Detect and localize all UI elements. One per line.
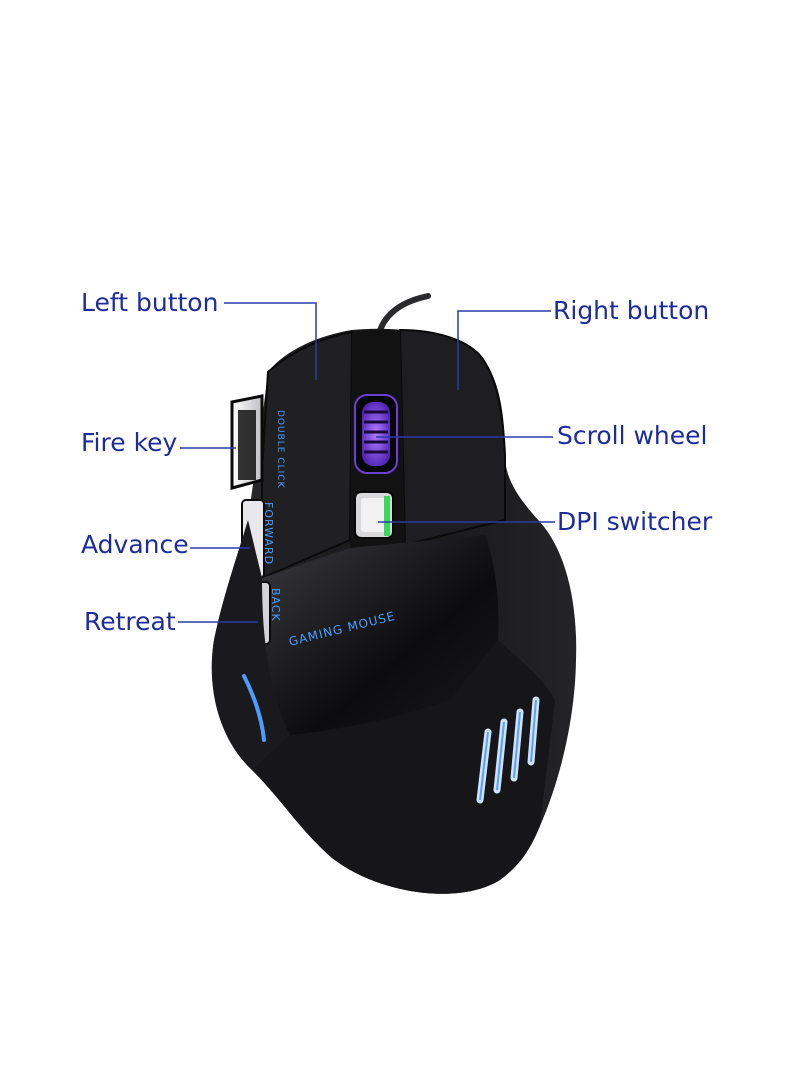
print-double-click: DOUBLE CLICK: [275, 410, 285, 489]
callout-retreat: Retreat: [84, 607, 176, 636]
scroll-wheel: [362, 402, 390, 466]
print-forward: FORWARD: [262, 502, 275, 565]
leader-right-button: [457, 310, 551, 390]
callout-scroll-wheel: Scroll wheel: [557, 421, 708, 450]
leader-left-button: [224, 302, 317, 380]
callout-dpi-switcher: DPI switcher: [557, 507, 713, 536]
callout-left-button: Left button: [81, 288, 219, 317]
leader-lines: [178, 302, 555, 623]
callout-advance: Advance: [81, 530, 189, 559]
print-back: BACK: [269, 588, 282, 622]
led-strip-left: [242, 674, 266, 742]
left-button-panel: [261, 330, 354, 580]
callout-right-button: Right button: [553, 296, 710, 325]
callout-fire-key: Fire key: [81, 428, 178, 457]
glossy-panel: [262, 535, 499, 735]
